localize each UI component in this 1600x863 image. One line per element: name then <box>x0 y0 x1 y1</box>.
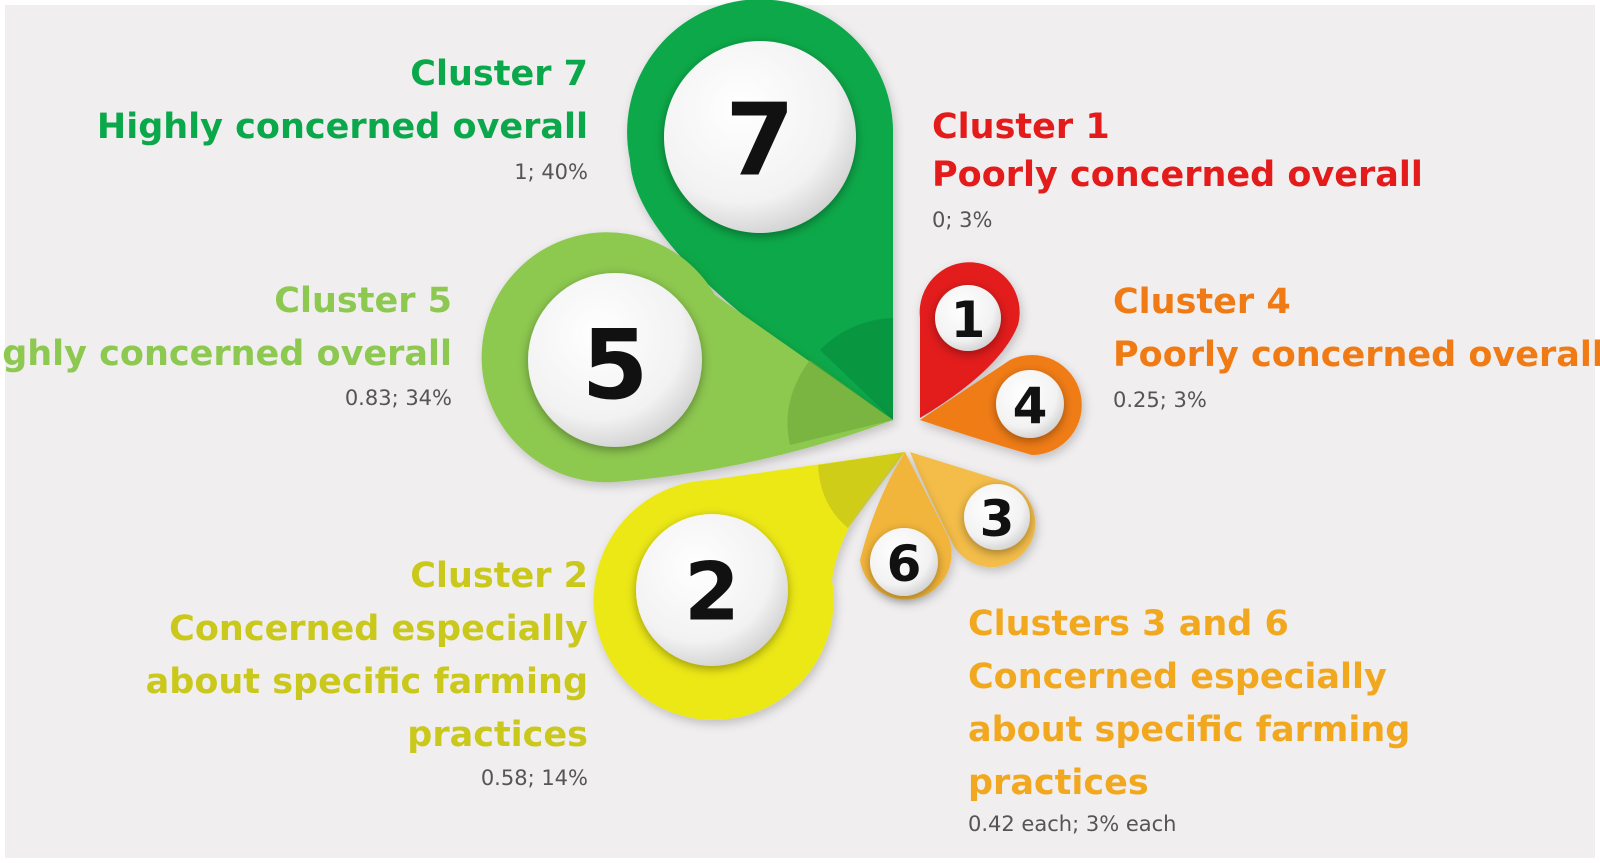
cluster-2-description-line-1: Concerned especially <box>169 609 588 649</box>
cluster-5-description: Highly concerned overall <box>0 334 452 374</box>
cluster-5-number: 5 <box>582 309 649 421</box>
cluster-1-description: Poorly concerned overall <box>932 155 1423 195</box>
cluster-3-6-description-line-1: Concerned especially <box>968 657 1387 697</box>
cluster-5-stat: 0.83; 34% <box>344 386 452 410</box>
cluster-3-6-label: Clusters 3 and 6 Concerned especially ab… <box>968 598 1410 810</box>
cluster-2-label: Cluster 2 Concerned especially about spe… <box>146 550 588 762</box>
cluster-6-petal: 6 <box>860 452 952 600</box>
cluster-3-6-stat: 0.42 each; 3% each <box>968 812 1177 836</box>
cluster-2-description-line-2: about specific farming <box>145 662 588 702</box>
cluster-4-petal: 4 <box>920 355 1082 455</box>
cluster-3-petal: 3 <box>910 452 1036 568</box>
cluster-4-number: 4 <box>1013 377 1048 435</box>
cluster-7-label: Cluster 7 Highly concerned overall <box>97 48 588 154</box>
cluster-5-petal: 5 <box>481 232 893 483</box>
cluster-4-stat: 0.25; 3% <box>1113 388 1207 412</box>
cluster-7-title: Cluster 7 <box>410 54 588 94</box>
cluster-7-stat: 1; 40% <box>514 160 588 184</box>
cluster-6-ball <box>870 528 938 596</box>
cluster-2-description-line-3: practices <box>407 715 588 755</box>
cluster-2-title: Cluster 2 <box>410 556 588 596</box>
cluster-7-ball <box>664 41 856 233</box>
cluster-2-petal: 2 <box>593 452 905 720</box>
cluster-2-stat: 0.58; 14% <box>480 766 588 790</box>
cluster-3-number: 3 <box>980 490 1015 548</box>
cluster-5-title: Cluster 5 <box>274 281 452 321</box>
cluster-3-6-description-line-2: about specific farming <box>968 710 1411 750</box>
cluster-4-ball <box>996 370 1064 438</box>
cluster-1-ball <box>935 285 1001 351</box>
cluster-4-title: Cluster 4 <box>1113 282 1291 322</box>
cluster-4-description: Poorly concerned overall <box>1113 335 1600 375</box>
cluster-2-number: 2 <box>684 546 740 639</box>
cluster-7-petal: 7 <box>627 0 894 420</box>
cluster-5-ball <box>528 273 702 447</box>
cluster-7-description: Highly concerned overall <box>96 107 588 147</box>
cluster-1-petal: 1 <box>919 262 1020 418</box>
cluster-6-number: 6 <box>887 535 922 593</box>
cluster-7-number: 7 <box>725 82 795 199</box>
cluster-5-label: Cluster 5 Highly concerned overall <box>0 275 452 381</box>
cluster-2-ball <box>636 514 788 666</box>
cluster-3-6-title: Clusters 3 and 6 <box>968 604 1289 644</box>
cluster-4-label: Cluster 4 Poorly concerned overall <box>1113 276 1600 382</box>
cluster-1-stat: 0; 3% <box>932 208 993 232</box>
cluster-3-6-description-line-3: practices <box>968 763 1149 803</box>
cluster-3-ball <box>964 484 1030 550</box>
cluster-1-title: Cluster 1 <box>932 107 1110 147</box>
cluster-1-number: 1 <box>951 291 986 349</box>
cluster-1-label: Cluster 1 Poorly concerned overall <box>932 103 1423 199</box>
